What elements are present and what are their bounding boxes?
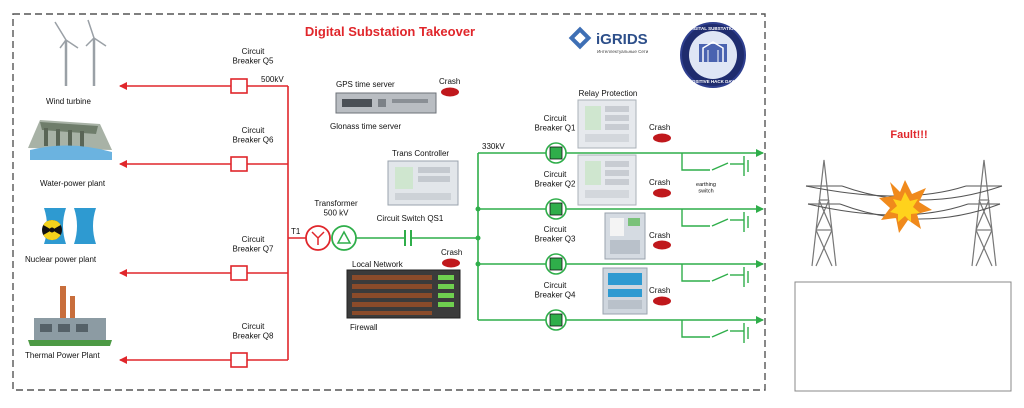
fault-label: Fault!!! — [890, 129, 927, 141]
relay-q1-device[interactable] — [577, 99, 637, 149]
relay-q3-device[interactable] — [604, 212, 646, 260]
hv-voltage-label: 500kV — [261, 75, 284, 84]
mv-bus-node — [475, 235, 481, 241]
breaker-q6-symbol[interactable] — [230, 156, 248, 172]
svg-text:iGRIDS: iGRIDS — [596, 31, 648, 48]
breaker-q2-symbol[interactable] — [545, 198, 567, 220]
crash-label: Crash — [649, 178, 670, 187]
crash-label: Crash — [441, 248, 462, 257]
trans-controller-device[interactable] — [387, 160, 459, 206]
breaker-q8-symbol[interactable] — [230, 352, 248, 368]
mv-voltage-label: 330kV — [482, 142, 505, 151]
relay-protection-label: Relay Protection — [579, 89, 638, 98]
water-power-label: Water-power plant — [40, 179, 106, 188]
switch-qs1-symbol[interactable] — [404, 230, 412, 246]
time-server-device[interactable] — [335, 92, 437, 114]
info-panel — [794, 281, 1012, 392]
crash-button[interactable] — [653, 240, 671, 250]
svg-text:Интеллектуальные Сети: Интеллектуальные Сети — [597, 49, 649, 54]
crash-button[interactable] — [653, 296, 671, 306]
explosion-icon — [879, 180, 932, 233]
pylon-right-icon — [966, 159, 1002, 267]
firewall-label: Firewall — [350, 323, 378, 332]
crash-label: Crash — [649, 123, 670, 132]
mv-bus-node — [475, 261, 481, 267]
factory-icon — [28, 286, 112, 346]
transformer-symbol[interactable] — [305, 225, 357, 251]
breaker-q4-symbol[interactable] — [545, 309, 567, 331]
crash-label: Crash — [439, 77, 460, 86]
crash-button[interactable] — [653, 188, 671, 198]
thermal-power-label: Thermal Power Plant — [25, 351, 100, 360]
earthing-switches — [681, 153, 749, 343]
nuclear-power-label: Nuclear power plant — [25, 255, 97, 264]
crash-label: Crash — [649, 286, 670, 295]
t1-label: T1 — [291, 227, 301, 236]
breaker-q1-symbol[interactable] — [545, 142, 567, 164]
relay-q2-device[interactable] — [577, 154, 637, 206]
breaker-q3-symbol[interactable] — [545, 253, 567, 275]
switch-qs1-label: Circuit Switch QS1 — [377, 214, 444, 223]
svg-text:POSITIVE HACK DAYS: POSITIVE HACK DAYS — [689, 79, 737, 84]
page-title: Digital Substation Takeover — [305, 24, 475, 39]
igrids-logo: iGRIDS Интеллектуальные Сети — [568, 26, 649, 54]
hv-network — [119, 82, 306, 364]
trans-controller-label: Trans Controller — [392, 149, 449, 158]
breaker-q5-symbol[interactable] — [230, 78, 248, 94]
crash-label: Crash — [649, 231, 670, 240]
relay-q4-device[interactable] — [602, 267, 648, 315]
crash-button[interactable] — [653, 133, 671, 143]
network-rack-device[interactable] — [346, 269, 461, 319]
crash-button[interactable] — [442, 258, 460, 268]
svg-text:DIGITAL SUBSTATION: DIGITAL SUBSTATION — [689, 26, 736, 31]
glonass-label: Glonass time server — [330, 122, 401, 131]
mv-bus-node — [475, 206, 481, 212]
crash-button[interactable] — [441, 87, 459, 97]
pylon-left-icon — [806, 159, 842, 267]
substation-frame — [12, 13, 766, 391]
local-network-label: Local Network — [352, 260, 404, 269]
wind-turbine-icon — [54, 19, 107, 86]
nuclear-icon — [42, 208, 96, 244]
gps-label: GPS time server — [336, 80, 395, 89]
phd-badge-logo: DIGITAL SUBSTATION POSITIVE HACK DAYS — [680, 22, 746, 88]
breaker-q7-symbol[interactable] — [230, 265, 248, 281]
dam-icon — [28, 120, 112, 160]
wind-turbine-label: Wind turbine — [46, 97, 91, 106]
